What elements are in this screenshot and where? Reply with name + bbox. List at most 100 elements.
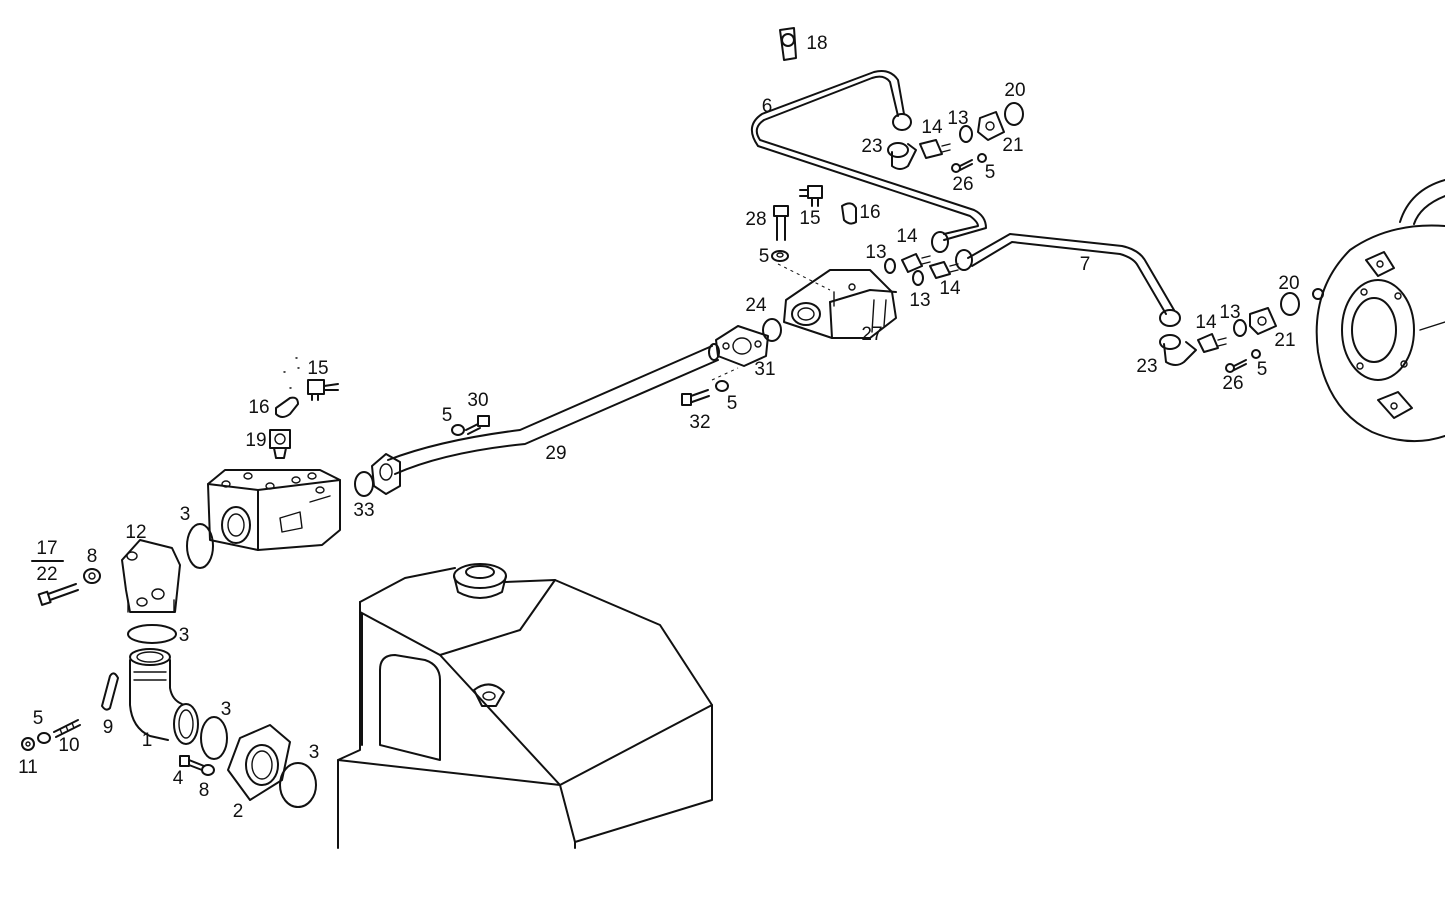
part-14-adapter-a	[901, 253, 931, 273]
part-3-oring-lower-a	[127, 624, 177, 644]
part-5-washer-lower-right	[1251, 349, 1261, 359]
callout-label: 20	[1004, 80, 1025, 101]
callout-label: 31	[754, 359, 775, 380]
part-22-bolt	[37, 583, 79, 606]
callout-label: 10	[58, 735, 79, 756]
part-19-fitting	[269, 429, 291, 459]
part-31-flange-plate	[715, 325, 769, 367]
callout-label: 20	[1278, 273, 1299, 294]
part-14-adapter-lower	[1197, 333, 1227, 353]
part-26-bolt-lower	[1225, 359, 1247, 373]
callout-label: 3	[309, 742, 320, 763]
part-7-pressure-pipe	[955, 233, 1181, 327]
part-14-adapter-b	[929, 261, 959, 279]
callout-label: 29	[545, 443, 566, 464]
part-18-pipe-clamp	[779, 27, 797, 61]
callout-label: 16	[248, 397, 269, 418]
callout-label: 4	[173, 768, 184, 789]
callout-label: 27	[861, 324, 882, 345]
callout-label: 26	[1222, 373, 1243, 394]
callout-label: 13	[1219, 302, 1240, 323]
part-10-stud	[53, 719, 81, 738]
callout-label: 14	[921, 117, 943, 138]
part-29-suction-pipe	[371, 343, 720, 495]
callout-label: 8	[87, 546, 98, 567]
part-9-link	[101, 672, 119, 711]
callout-label: 9	[103, 717, 114, 738]
part-21-flange-lower	[1249, 307, 1277, 335]
callout-label: 7	[1080, 254, 1091, 275]
part-3-oring-upper	[186, 523, 214, 569]
part-26-bolt-upper	[951, 159, 973, 173]
part-6-pressure-pipe	[751, 70, 987, 253]
callout-label: 3	[179, 625, 190, 646]
part-5-washer-block	[771, 250, 789, 262]
part-13-seal-upper	[959, 125, 973, 143]
callout-label: 16	[859, 202, 880, 223]
callout-label: 5	[727, 393, 738, 414]
callout-label: 8	[199, 780, 210, 801]
callout-label: 18	[806, 33, 827, 54]
part-13-seal-a	[884, 258, 896, 274]
part-11-nut	[21, 737, 35, 751]
callout-label: 3	[180, 504, 191, 525]
part-20-oring-upper	[1004, 102, 1024, 126]
part-15-tee-fitting-left	[283, 357, 339, 401]
part-5-washer-left	[37, 732, 51, 744]
callout-label: 15	[799, 208, 820, 229]
callout-label: 19	[245, 430, 266, 451]
pump-housing	[1312, 179, 1445, 443]
callout-label: 5	[759, 246, 770, 267]
callout-label: 21	[1274, 330, 1295, 351]
callout-label: 14	[896, 226, 918, 247]
callout-label: 5	[33, 708, 44, 729]
callout-label: 30	[467, 390, 488, 411]
callout-label: 5	[985, 162, 996, 183]
part-14-adapter-upper	[919, 139, 951, 159]
part-1-elbow-pipe	[129, 648, 199, 745]
callout-label: 11	[18, 757, 38, 778]
callout-label: 23	[1136, 356, 1157, 377]
part-33-oring	[354, 471, 374, 497]
callout-label: 33	[353, 500, 374, 521]
callout-label: 5	[1257, 359, 1268, 380]
part-13-seal-lower	[1233, 319, 1247, 337]
valve-block	[207, 469, 341, 551]
part-21-flange-upper	[977, 111, 1005, 141]
callout-label: 12	[125, 522, 146, 543]
callout-label: 3	[221, 699, 232, 720]
callout-label: 14	[1195, 312, 1217, 333]
part-2-flange	[227, 724, 291, 801]
part-4-bolt	[179, 755, 205, 771]
part-13-seal-b	[912, 270, 924, 286]
part-3-oring-lower-c	[279, 762, 317, 808]
callout-label: 21	[1002, 135, 1023, 156]
part-30-bolt	[465, 415, 490, 435]
callout-label: 14	[939, 278, 961, 299]
callout-label: 17	[36, 538, 57, 559]
callout-label: 24	[745, 295, 767, 316]
part-8-washer-upper	[83, 568, 101, 584]
part-3-oring-lower-b	[200, 716, 228, 760]
part-12-elbow-housing	[121, 539, 181, 613]
callout-label: 32	[689, 412, 710, 433]
part-23-banjo-fitting-lower	[1159, 334, 1197, 366]
callout-label: 13	[865, 242, 886, 263]
part-20-oring-lower	[1280, 292, 1300, 316]
callout-label: 6	[762, 96, 773, 117]
part-24-oring	[762, 318, 782, 342]
part-15-tee-fitting-center	[799, 185, 823, 207]
part-32-bolt	[681, 389, 710, 406]
callout-label: 28	[745, 209, 766, 230]
part-5-washer-pipe	[451, 424, 465, 436]
callout-label: 13	[909, 290, 930, 311]
part-5-washer-upper-right	[977, 153, 987, 163]
part-28-bolt	[773, 205, 789, 241]
callout-label: 2	[233, 801, 244, 822]
part-16-elbow-fitting-left	[275, 396, 299, 418]
callout-label: 5	[442, 405, 453, 426]
part-16-elbow-fitting-center	[841, 202, 857, 225]
callout-label: 15	[307, 358, 328, 379]
callout-label: 13	[947, 108, 968, 129]
